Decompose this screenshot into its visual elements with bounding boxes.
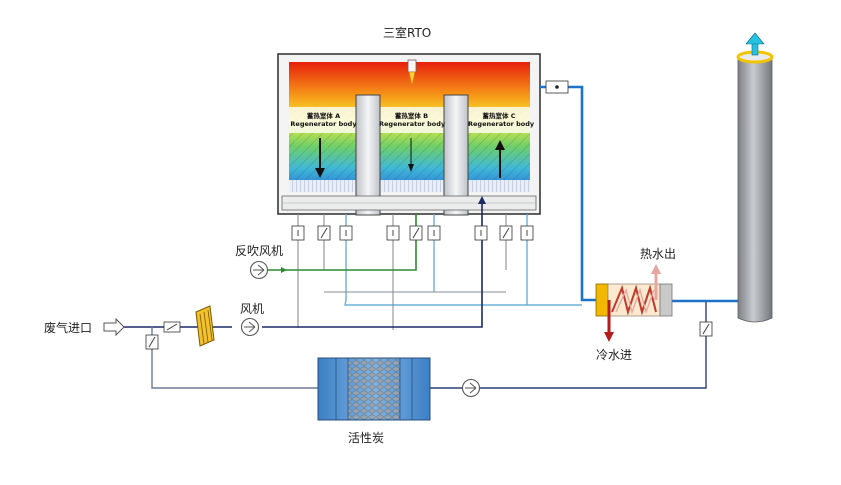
backflush-fan-label: 反吹风机	[235, 244, 284, 258]
chamber-c-sub: Regenerator body	[468, 120, 535, 128]
chamber-a-label: 蓄热室体 A Regenerator body	[289, 112, 358, 128]
exhaust-up-arrow-icon	[745, 32, 765, 56]
cold-water-in-icon	[604, 300, 614, 342]
fan-label: 风机	[240, 302, 265, 316]
hot-water-out-label: 热水出	[640, 247, 677, 261]
waste-gas-inlet-label: 废气进口	[44, 321, 93, 335]
chamber-a-sub: Regenerator body	[290, 120, 357, 128]
flow-arrow-a-down	[315, 138, 325, 178]
inlet-arrow-icon	[103, 317, 125, 337]
chamber-b-name: 蓄热室体 B	[394, 112, 429, 120]
chamber-c-name: 蓄热室体 C	[482, 112, 516, 120]
activated-carbon-label: 活性炭	[348, 431, 385, 445]
chamber-c-label: 蓄热室体 C Regenerator body	[468, 112, 535, 128]
exhaust-stack	[736, 32, 774, 323]
activated-carbon-unit	[317, 357, 431, 421]
flow-arrow-c-up	[495, 140, 505, 178]
cold-water-in-label: 冷水进	[596, 348, 633, 362]
backflush-fan-icon	[249, 260, 287, 280]
rto-unit	[277, 53, 541, 216]
diagram-title: 三室RTO	[383, 26, 432, 40]
burner-icon	[407, 59, 417, 87]
chamber-b-sub: Regenerator body	[379, 120, 446, 128]
heat-exchanger	[595, 264, 673, 342]
filter-icon	[195, 305, 215, 347]
piping	[124, 80, 738, 389]
carbon-fan-icon	[461, 378, 481, 398]
chamber-a-name: 蓄热室体 A	[306, 112, 341, 120]
main-fan-icon	[240, 317, 260, 337]
hot-water-out-icon	[651, 264, 661, 300]
chamber-b-label: 蓄热室体 B Regenerator body	[379, 112, 446, 128]
flow-arrow-b-down	[408, 138, 414, 172]
